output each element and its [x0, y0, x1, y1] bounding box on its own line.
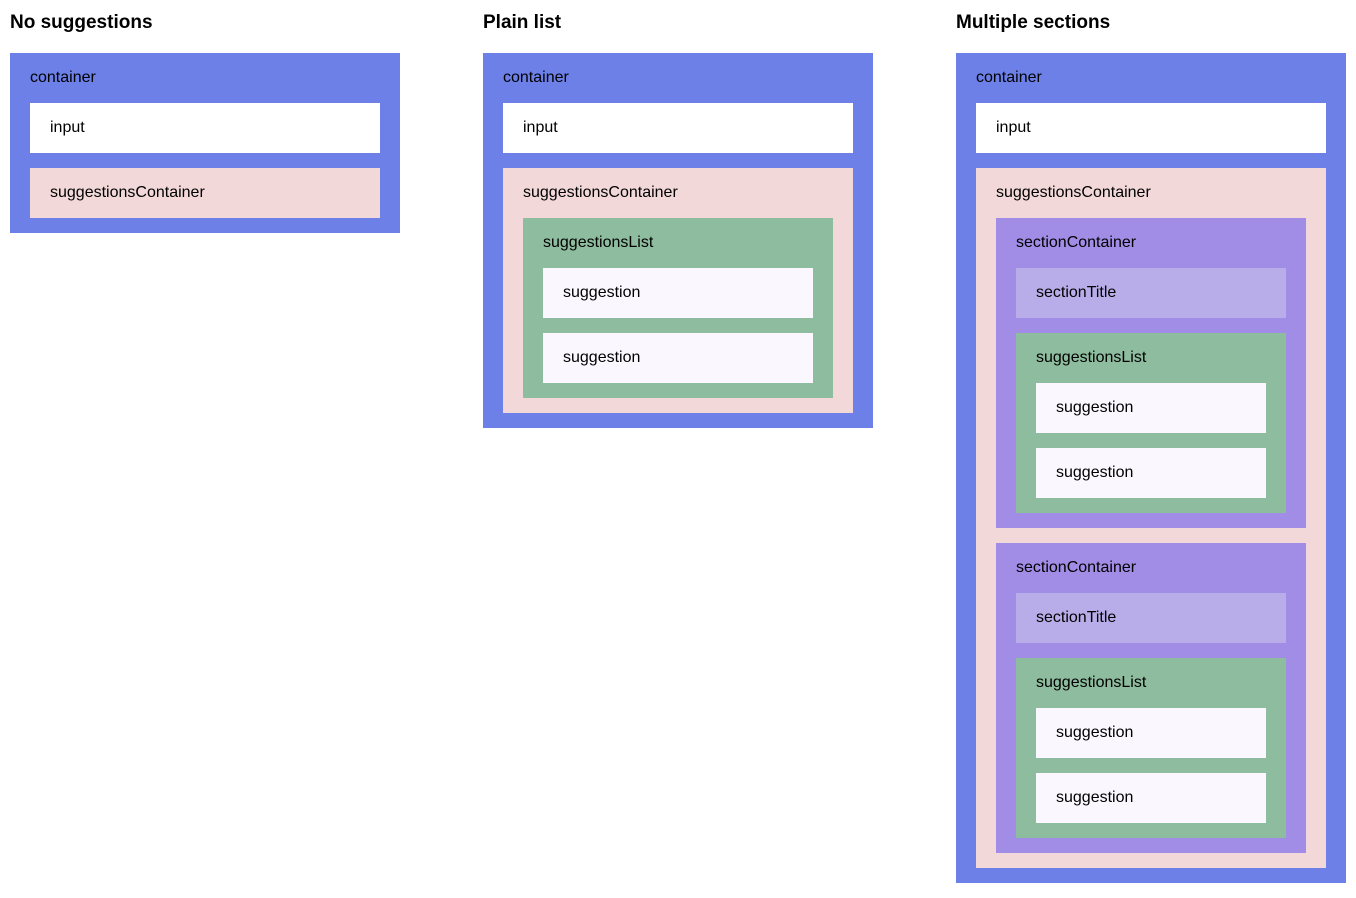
container-label: container [976, 69, 1042, 86]
suggestions-container-box: suggestionsContainer [30, 168, 380, 218]
suggestions-list-label: suggestionsList [543, 234, 654, 251]
suggestion-box: suggestion [1036, 383, 1266, 433]
input-box: input [976, 103, 1326, 153]
section-title-box: sectionTitle [1016, 593, 1286, 643]
suggestion-box: suggestion [1036, 448, 1266, 498]
suggestion-label: suggestion [563, 284, 641, 301]
section-container-label: sectionContainer [1016, 559, 1137, 576]
suggestion-label: suggestion [1056, 464, 1134, 481]
container-label: container [503, 69, 569, 86]
column-multiple-sections: Multiple sections container input sugges… [956, 10, 1346, 883]
suggestions-list-box: suggestionsList suggestion suggestion [1016, 333, 1286, 513]
container-label: container [30, 69, 96, 86]
container-box: container input suggestionsContainer [10, 53, 400, 233]
column-heading: No suggestions [10, 12, 153, 33]
suggestions-list-label: suggestionsList [1036, 349, 1147, 366]
suggestions-list-label: suggestionsList [1036, 674, 1147, 691]
column-heading: Multiple sections [956, 12, 1111, 33]
section-container-label: sectionContainer [1016, 234, 1137, 251]
input-label: input [996, 119, 1031, 136]
column-no-suggestions: No suggestions container input suggestio… [10, 10, 400, 233]
columns-row: No suggestions container input suggestio… [10, 10, 1346, 883]
input-box: input [503, 103, 853, 153]
column-plain-list: Plain list container input suggestionsCo… [483, 10, 873, 428]
suggestion-box: suggestion [543, 268, 813, 318]
suggestion-label: suggestion [1056, 399, 1134, 416]
suggestions-container-label: suggestionsContainer [523, 184, 678, 201]
suggestion-label: suggestion [563, 349, 641, 366]
column-heading: Plain list [483, 12, 562, 33]
suggestions-list-box: suggestionsList suggestion suggestion [1016, 658, 1286, 838]
section-title-box: sectionTitle [1016, 268, 1286, 318]
section-title-label: sectionTitle [1036, 284, 1117, 301]
suggestion-box: suggestion [1036, 773, 1266, 823]
suggestions-container-box: suggestionsContainer suggestionsList sug… [503, 168, 853, 413]
input-box: input [30, 103, 380, 153]
container-box: container input suggestionsContainer sug… [483, 53, 873, 428]
suggestion-label: suggestion [1056, 789, 1134, 806]
suggestions-container-label: suggestionsContainer [50, 184, 205, 201]
suggestion-label: suggestion [1056, 724, 1134, 741]
input-label: input [523, 119, 558, 136]
input-label: input [50, 119, 85, 136]
suggestion-box: suggestion [1036, 708, 1266, 758]
suggestions-container-box: suggestionsContainer sectionContainer se… [976, 168, 1326, 868]
section-container-box: sectionContainer sectionTitle suggestion… [996, 543, 1306, 853]
section-container-box: sectionContainer sectionTitle suggestion… [996, 218, 1306, 528]
section-title-label: sectionTitle [1036, 609, 1117, 626]
suggestions-list-box: suggestionsList suggestion suggestion [523, 218, 833, 398]
suggestions-container-label: suggestionsContainer [996, 184, 1151, 201]
container-box: container input suggestionsContainer sec… [956, 53, 1346, 883]
suggestion-box: suggestion [543, 333, 813, 383]
